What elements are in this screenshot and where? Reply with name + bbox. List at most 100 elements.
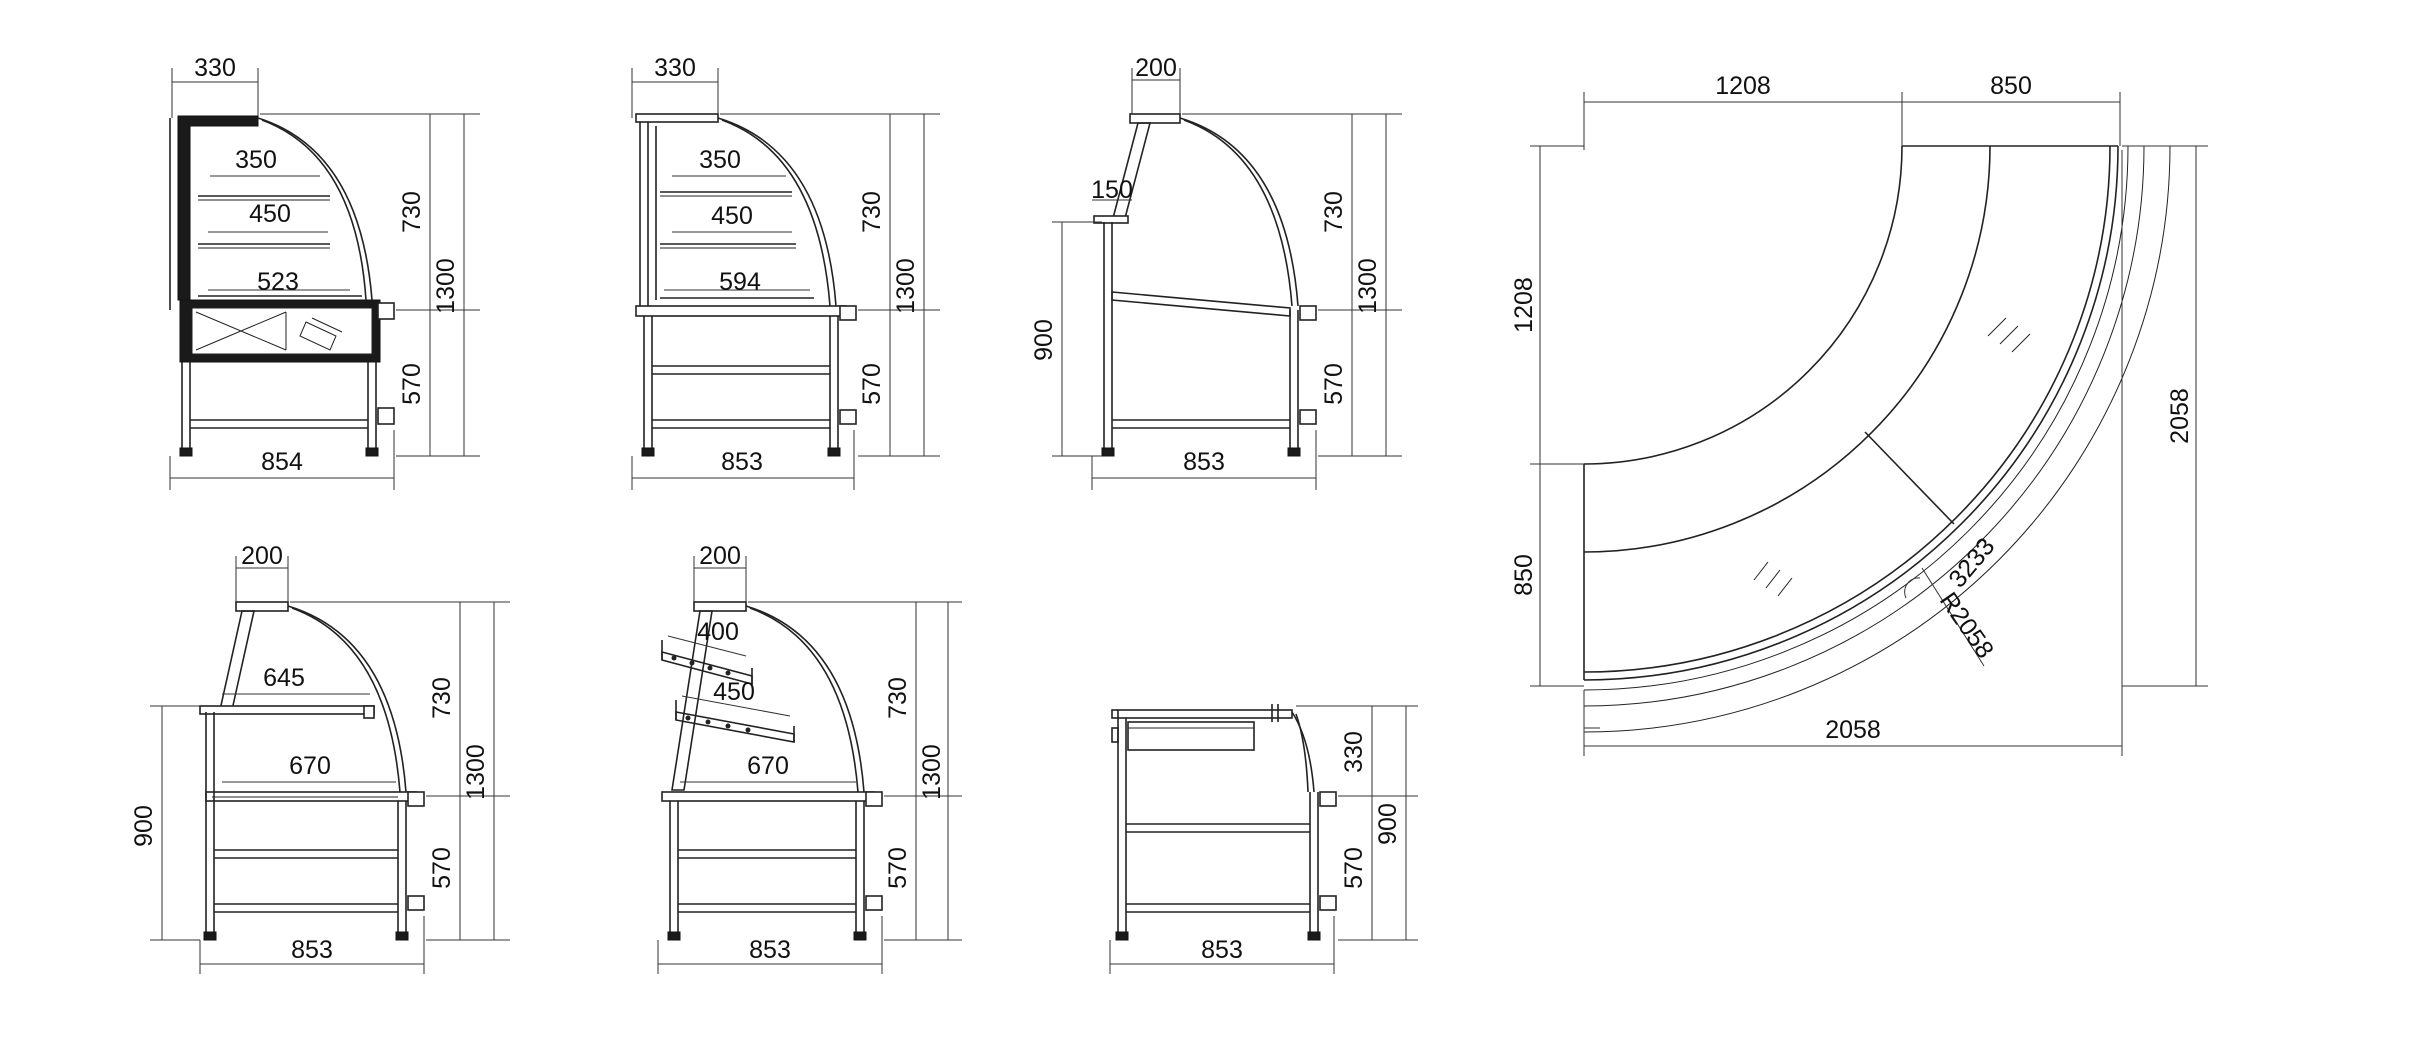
svg-text:854: 854 [261, 448, 303, 476]
svg-text:2058: 2058 [2166, 388, 2194, 444]
dimension-heights: 730 570 1300 [1182, 113, 1402, 457]
base-compartment [191, 307, 373, 355]
plan-view-corner-unit: 1208 850 1208 850 2058 2058 [1510, 72, 2208, 756]
svg-text:1208: 1208 [1715, 72, 1771, 100]
svg-text:570: 570 [858, 363, 886, 405]
svg-text:853: 853 [1183, 448, 1225, 476]
foot-right [827, 447, 841, 457]
sloped-support [671, 610, 713, 791]
dimension-width: 853 [1109, 916, 1335, 974]
dimension-shelf-2: 670 [222, 752, 396, 783]
glass-hatch-2 [1753, 561, 1793, 597]
glass-arc-outer [1583, 145, 2119, 681]
top-cap [693, 601, 747, 612]
dimension-top-depth: 200 [693, 542, 747, 604]
counter-top [635, 305, 847, 317]
shelf-arc [1583, 145, 1991, 553]
section-divider [1864, 431, 1955, 525]
svg-text:900: 900 [1374, 803, 1402, 845]
svg-text:2058: 2058 [1825, 716, 1881, 744]
foot-right [365, 447, 379, 457]
sloped-shelf [1111, 291, 1291, 317]
inner-arc [1583, 145, 1903, 465]
label-top-depth: 330 [194, 54, 236, 82]
view-5-section-tilted-shelves: 200 400 450 [657, 542, 962, 974]
curved-glass-front [287, 605, 407, 793]
dimension-shelf-3: 523 [208, 268, 350, 296]
dimension-shelf-1: 400 [667, 618, 747, 657]
svg-text:850: 850 [1990, 72, 2032, 100]
foot-right [1307, 931, 1321, 941]
view-6-section-low-case: 853 330 570 900 [1109, 704, 1418, 974]
dimension-bottom: 2058 [1583, 150, 2123, 756]
svg-text:350: 350 [699, 146, 741, 174]
dimension-heights: 730 570 1300 [748, 601, 962, 941]
svg-text:570: 570 [884, 847, 912, 889]
dimension-heights: 730 570 1300 [720, 113, 940, 457]
svg-text:570: 570 [1340, 847, 1368, 889]
foot-left [1115, 931, 1129, 941]
svg-text:570: 570 [1320, 363, 1348, 405]
dimension-shelf-2: 450 [208, 200, 328, 233]
dimension-heights: 730 570 1300 [260, 113, 480, 457]
top-cap [635, 113, 719, 123]
dimension-shelf-3: 594 [664, 268, 810, 296]
dimension-top: 1208 850 [1583, 72, 2121, 150]
sloped-support [1110, 122, 1152, 223]
svg-text:900: 900 [130, 805, 158, 847]
svg-text:853: 853 [1201, 936, 1243, 964]
svg-text:730: 730 [428, 677, 456, 719]
insulated-rear-wall [177, 115, 259, 301]
foot-right [1287, 447, 1301, 457]
svg-text:730: 730 [884, 677, 912, 719]
svg-text:3233: 3233 [1943, 533, 2000, 594]
svg-text:570: 570 [398, 363, 426, 405]
dimension-ledge: 150 [1091, 176, 1133, 204]
foot-left [203, 931, 217, 941]
svg-text:400: 400 [697, 618, 739, 646]
svg-text:670: 670 [747, 752, 789, 780]
curved-glass-front [1179, 117, 1299, 307]
foot-right [853, 931, 867, 941]
dimension-counter-height: 900 [1030, 221, 1102, 457]
dimension-right: 2058 [2122, 145, 2208, 687]
foot-right [395, 931, 409, 941]
view-1-section-refrigerated: 330 350 450 523 [169, 54, 480, 490]
dimension-shelf-3: 670 [680, 752, 856, 783]
curved-glass-front [1291, 711, 1315, 793]
dimension-top-depth: 200 [1131, 54, 1181, 118]
base-arc-2 [1583, 145, 2145, 707]
svg-text:330: 330 [654, 54, 696, 82]
sloped-support [219, 610, 255, 711]
svg-text:730: 730 [398, 191, 426, 233]
dimension-shelf-1: 645 [222, 664, 370, 695]
svg-text:594: 594 [719, 268, 761, 296]
svg-text:450: 450 [249, 200, 291, 228]
svg-text:850: 850 [1510, 554, 1538, 596]
dimension-shelf-1: 350 [672, 146, 786, 177]
dimension-heights: 730 570 1300 [290, 601, 510, 941]
svg-text:R2058: R2058 [1934, 587, 1999, 663]
svg-text:1300: 1300 [432, 258, 460, 314]
dimension-heights: 330 570 900 [1296, 705, 1418, 941]
svg-text:200: 200 [699, 542, 741, 570]
dimension-width: 853 [199, 916, 425, 974]
top-cap [235, 601, 289, 612]
svg-text:1300: 1300 [918, 744, 946, 800]
svg-text:1300: 1300 [1354, 258, 1382, 314]
dimension-top-depth: 330 [631, 54, 719, 118]
dimension-shelf-2: 450 [681, 678, 791, 717]
curved-glass-front [745, 605, 865, 793]
svg-text:450: 450 [713, 678, 755, 706]
foot-left [179, 447, 193, 457]
tilted-shelf-lower [675, 700, 795, 743]
ledge [1093, 215, 1129, 224]
outer-arc [1583, 145, 2171, 733]
view-3-section-sloped: 200 150 900 853 [1030, 54, 1402, 490]
dimension-shelf-1: 350 [210, 146, 320, 177]
dimension-width: 853 [631, 430, 855, 490]
foot-left [1101, 447, 1115, 457]
dimension-width: 853 [1091, 430, 1317, 490]
foot-left [667, 931, 681, 941]
